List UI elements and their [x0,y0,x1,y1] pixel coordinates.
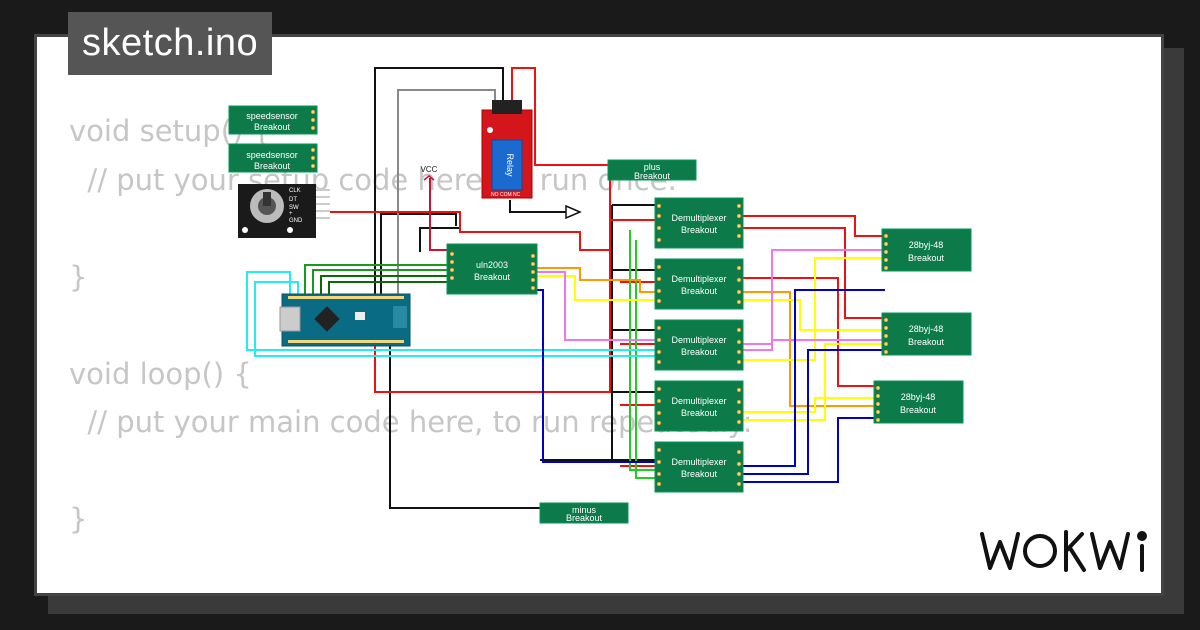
minus-sub: Breakout [566,513,603,523]
relay-pin-no: NO [491,192,499,198]
demultiplexer-breakout[interactable]: Demultiplexer Breakout [654,380,744,432]
uln2003-label: uln2003 [476,260,508,270]
demux-label: Demultiplexer [671,457,726,467]
encoder-pin-clk: CLK [289,188,301,194]
minus-breakout[interactable]: minus Breakout [539,502,629,524]
speedsensor-sub: Breakout [254,161,291,171]
code-line: } [69,502,88,536]
demux-label: Demultiplexer [671,213,726,223]
demultiplexer-breakout[interactable]: Demultiplexer Breakout [654,197,744,249]
rotary-encoder[interactable]: CLK DT SW + GND [238,184,330,238]
sketch-title[interactable]: sketch.ino [68,12,273,75]
demux-label: Demultiplexer [671,335,726,345]
stepper-28byj48-breakout[interactable]: 28byj-48 Breakout [873,380,964,424]
speedsensor-label: speedsensor [246,111,298,121]
plus-breakout[interactable]: plus Breakout [607,159,697,181]
speedsensor-label: speedsensor [246,150,298,160]
speedsensor-breakout[interactable]: speedsensor Breakout [228,105,318,135]
demux-sub: Breakout [681,286,718,296]
demultiplexer-breakout[interactable]: Demultiplexer Breakout [654,319,744,371]
uln2003-sub: Breakout [474,272,511,282]
speedsensor-breakout[interactable]: speedsensor Breakout [228,143,318,173]
minus-label: minus [572,505,597,515]
code-line: // put your main code here, to run repea… [69,405,753,439]
demux-sub: Breakout [681,347,718,357]
plus-label: plus [644,162,661,172]
encoder-pin-sw: SW [289,205,299,211]
speedsensor-sub: Breakout [254,122,291,132]
stepper-sub: Breakout [908,253,945,263]
stepper-label: 28byj-48 [901,392,936,402]
wires [246,67,886,509]
stepper-label: 28byj-48 [909,240,944,250]
demultiplexer-breakout[interactable]: Demultiplexer Breakout [654,258,744,310]
code-line: void loop() { [69,356,252,391]
uln2003-breakout[interactable]: uln2003 Breakout [446,243,538,295]
stepper-28byj48-breakout[interactable]: 28byj-48 Breakout [881,312,972,356]
vcc-symbol[interactable]: VCC [421,165,438,181]
demux-sub: Breakout [681,225,718,235]
stepper-28byj48-breakout[interactable]: 28byj-48 Breakout [881,228,972,272]
demultiplexer-breakout[interactable]: Demultiplexer Breakout [654,441,744,493]
stepper-sub: Breakout [900,405,937,415]
vcc-label: VCC [421,165,438,174]
demux-label: Demultiplexer [671,274,726,284]
relay-pin-com: COM [500,192,512,198]
encoder-pin-gnd: GND [289,218,303,224]
encoder-pin-dt: DT [289,197,297,203]
demux-sub: Breakout [681,408,718,418]
stepper-label: 28byj-48 [909,324,944,334]
relay-label: Relay [505,153,515,177]
relay-pin-nc: NC [513,192,521,198]
relay-module[interactable]: Relay NO COM NC [481,100,533,199]
code-line: } [69,259,88,294]
plus-sub: Breakout [634,171,671,181]
stepper-sub: Breakout [908,337,945,347]
demux-label: Demultiplexer [671,396,726,406]
encoder-pin-plus: + [289,211,293,217]
ground-symbol[interactable] [565,204,582,220]
demux-sub: Breakout [681,469,718,479]
arduino-nano[interactable] [279,293,411,347]
wokwi-logo [980,530,1147,572]
